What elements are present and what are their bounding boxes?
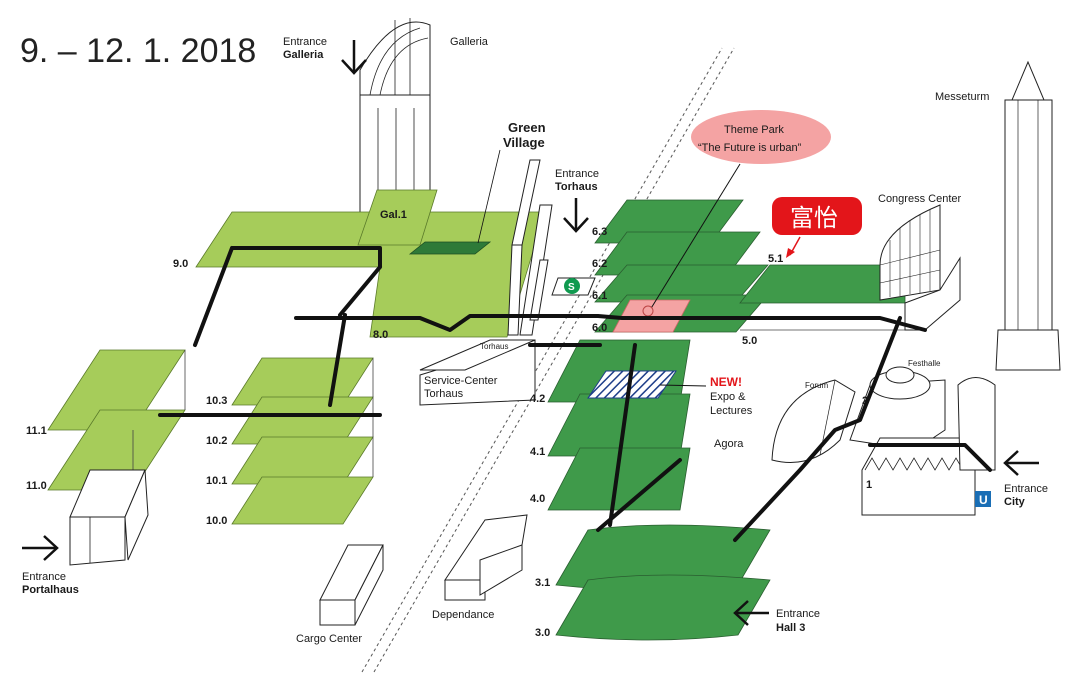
galleria-label: Galleria <box>450 36 489 48</box>
walkway <box>733 316 992 542</box>
entrance-torhaus-line1: Entrance <box>555 168 599 180</box>
green-village-label-1: Green <box>508 120 546 135</box>
date-title: 9. – 12. 1. 2018 <box>20 32 256 70</box>
hall-4-1-label: 4.1 <box>530 446 545 458</box>
hall-3-0-floor[interactable] <box>555 574 771 641</box>
expo-label-2: Lectures <box>710 405 753 417</box>
hall-6-1-label: 6.1 <box>592 290 607 302</box>
railway-line <box>373 47 735 673</box>
hall-3-1-label: 3.1 <box>535 577 550 589</box>
hall-4-2-label: 4.2 <box>530 393 545 405</box>
highlight-tag-text: 富怡 <box>790 204 838 232</box>
entrance-galleria-line1: Entrance <box>283 36 327 48</box>
hall-10-0-label: 10.0 <box>206 515 227 527</box>
hall-11-0-label: 11.0 <box>26 480 47 492</box>
theme-park-pin-icon[interactable] <box>642 305 654 317</box>
hall-4-0-floor[interactable] <box>547 447 691 511</box>
theme-park-line1: Theme Park <box>724 124 784 136</box>
forum-building <box>771 379 856 463</box>
service-center-label-1: Service-Center <box>424 375 498 387</box>
entrance-portalhaus-line2: Portalhaus <box>22 584 79 596</box>
hall-9-0-label: 9.0 <box>173 258 188 270</box>
arrow-left-icon <box>733 600 769 626</box>
hall-10-2-label: 10.2 <box>206 435 227 447</box>
theme-park-line2: “The Future is urban” <box>698 142 802 154</box>
walkway <box>294 314 927 332</box>
arrow-down-icon <box>563 198 589 233</box>
green-village-marker[interactable] <box>408 241 492 255</box>
festhalle-building <box>849 366 946 451</box>
entrance-hall3-line2: Hall 3 <box>776 622 805 634</box>
u-bahn-letter: U <box>979 493 988 507</box>
entrance-city-line1: Entrance <box>1004 483 1048 495</box>
hall-10-3-label: 10.3 <box>206 395 227 407</box>
service-center-label-2: Torhaus <box>424 388 464 400</box>
cargo-center-label: Cargo Center <box>296 633 362 645</box>
arrow-left-icon <box>1003 450 1039 476</box>
expo-lectures-area[interactable] <box>587 370 677 399</box>
entrance-galleria-line2: Galleria <box>283 49 324 61</box>
hall-gal-1-label: Gal.1 <box>380 209 407 221</box>
messeturm-building <box>995 60 1061 371</box>
hall-5-0-label: 5.0 <box>742 335 757 347</box>
new-badge: NEW! <box>710 375 742 389</box>
dependance-label: Dependance <box>432 609 494 621</box>
arrow-pointer-icon <box>786 236 801 258</box>
u-bahn-icon[interactable] <box>975 491 991 507</box>
arrow-right-icon <box>22 535 59 561</box>
hall-6-2-label: 6.2 <box>592 258 607 270</box>
hall-gal-1-floor[interactable] <box>357 189 438 246</box>
messeturm-label: Messeturm <box>935 91 989 103</box>
hall-10-1-label: 10.1 <box>206 475 227 487</box>
railway-line <box>361 47 723 673</box>
hall-4-0-label: 4.0 <box>530 493 545 505</box>
expo-label-1: Expo & <box>710 391 746 403</box>
hall-11-1-label: 11.1 <box>26 425 47 437</box>
hall-5-1-label: 5.1 <box>768 253 783 265</box>
hall-6-3-label: 6.3 <box>592 226 607 238</box>
hall-2-label: 2 <box>862 395 868 407</box>
entrance-torhaus-line2: Torhaus <box>555 181 598 193</box>
walkway <box>158 246 382 417</box>
cargo-center-building <box>319 544 384 626</box>
highlight-tag[interactable] <box>772 197 862 235</box>
entrance-city-line2: City <box>1004 496 1026 508</box>
entrance-hall3-line1: Entrance <box>776 608 820 620</box>
torhaus-building <box>507 159 553 336</box>
green-village-label-2: Village <box>503 135 545 150</box>
entrance-portalhaus-line1: Entrance <box>22 571 66 583</box>
dependance-building <box>444 514 528 601</box>
s-bahn-icon[interactable] <box>564 278 580 294</box>
congress-center-label: Congress Center <box>878 193 961 205</box>
torhaus-small-label: Torhaus <box>480 342 508 351</box>
s-bahn-letter: S <box>568 282 575 293</box>
hall-6-0-label: 6.0 <box>592 322 607 334</box>
galleria-building <box>359 18 431 256</box>
arrow-down-icon <box>341 40 367 75</box>
hall-1-label: 1 <box>866 479 872 491</box>
hall-3-0-label: 3.0 <box>535 627 550 639</box>
festhalle-label: Festhalle <box>908 359 941 368</box>
congress-center-building <box>879 204 961 331</box>
hall-8-0-label: 8.0 <box>373 329 388 341</box>
portalhaus-building <box>69 469 149 566</box>
forum-label: Forum <box>805 381 828 390</box>
agora-label: Agora <box>714 438 744 450</box>
theme-park-bubble <box>691 110 831 164</box>
walkway <box>528 343 682 532</box>
